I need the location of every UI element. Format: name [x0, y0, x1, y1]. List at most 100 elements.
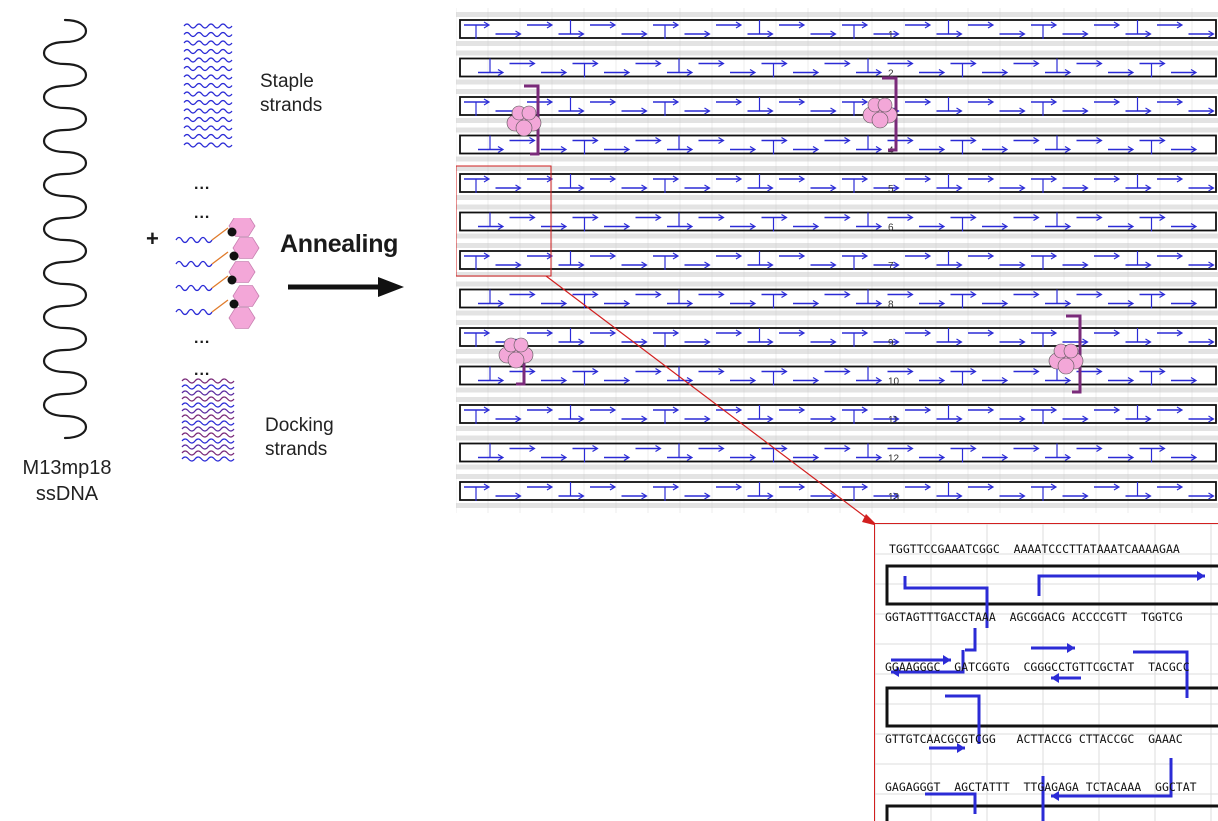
staple-arrow-head [704, 338, 711, 346]
staple-arrow-head [718, 136, 725, 145]
staple-arrow-head [1113, 406, 1121, 414]
sequence-text-line [456, 320, 1218, 325]
staple-arrow-head [924, 329, 932, 337]
staple-strand [183, 108, 233, 114]
staple-arrow-head [578, 30, 585, 38]
staple-arrow-head [1159, 59, 1166, 68]
cloud-puff [507, 351, 525, 369]
staple-arrow-head [546, 98, 554, 106]
staple-bundle [183, 23, 233, 148]
staple-arrow-head [956, 184, 963, 192]
staple-arrow-head [515, 30, 522, 38]
staple-arrow-head [1019, 107, 1026, 115]
staple-arrow-head [529, 367, 536, 376]
imager-cloud [498, 337, 534, 369]
helix-row [459, 250, 1217, 270]
staple-arrow-head [861, 98, 869, 106]
staple-arrow-head [1176, 175, 1184, 183]
staple-arrow-head [907, 59, 914, 68]
docking-strand [181, 438, 235, 444]
sequence-text-line [456, 397, 1218, 402]
staple-arrow-head [1190, 222, 1198, 231]
staple-arrow-head [893, 492, 900, 500]
row-number: 6 [888, 223, 894, 234]
annealing-label: Annealing [280, 230, 399, 258]
staple-arrow-head [1033, 59, 1040, 68]
docking-extension [211, 275, 229, 289]
staple-arrow-head [609, 406, 617, 414]
staple-arrow-head [812, 376, 820, 385]
row-number: 12 [888, 454, 900, 465]
helix-row [459, 211, 1217, 232]
staple-arrow-head [1145, 30, 1152, 38]
origami-design-map: 12345678910111213 [456, 8, 1218, 513]
helix-row [459, 134, 1217, 155]
staple-arrow-head [1082, 492, 1089, 500]
cloud-puff [513, 337, 529, 353]
staple-arrow-head [1050, 98, 1058, 106]
staple-arrow-head [1208, 107, 1215, 115]
docking-staple-segment [175, 308, 213, 316]
staple-arrow-head [718, 290, 725, 299]
staple-arrow-head [798, 21, 806, 29]
staple-arrow-head [735, 98, 743, 106]
staple-arrow-head [1113, 483, 1121, 491]
helix-row [459, 442, 1217, 463]
staple-strand [183, 48, 233, 55]
cloud-puff [871, 111, 889, 129]
staple-arrow-head [735, 329, 743, 337]
docking-strand [181, 396, 235, 402]
staple-arrow-head [718, 367, 725, 376]
staple-arrow-head [830, 492, 837, 500]
cloud-puff [877, 97, 893, 113]
staple-label-line2: strands [260, 95, 323, 116]
staple-arrow-head [893, 184, 900, 192]
staple-arrow-head [1064, 222, 1072, 231]
zoom-arrow-head [943, 655, 951, 665]
sequence-text-line [456, 503, 1218, 508]
staple-arrow-head [641, 184, 648, 192]
scaffold-strand [43, 18, 87, 440]
staple-arrow-head [767, 261, 774, 269]
scaffold-label-line1: M13mp18 [22, 457, 112, 479]
cloud-puff [515, 119, 533, 137]
staple-arrow-head [483, 329, 491, 337]
cloud-puff [1063, 343, 1079, 359]
staple-arrow-head [893, 415, 900, 423]
staple-arrow-head [924, 483, 932, 491]
staple-arrow-head [749, 145, 757, 154]
staple-arrow-head [970, 444, 977, 453]
docking-staple-segment [175, 260, 213, 268]
staple-arrow-head [623, 299, 631, 308]
staple-arrow-head [1145, 338, 1152, 346]
staple-arrow-head [956, 30, 963, 38]
staple-arrow-head [1082, 261, 1089, 269]
staple-arrow-head [1001, 68, 1009, 77]
row-number: 2 [888, 69, 894, 80]
staple-strand [183, 116, 233, 123]
staple-arrow-head [781, 367, 788, 376]
staple-arrow-head [861, 406, 869, 414]
docking-bundle [181, 378, 235, 462]
staple-arrow-head [767, 415, 774, 423]
staple-arrow-head [830, 107, 837, 115]
row-number: 11 [888, 415, 899, 426]
staple-arrow-head [987, 406, 995, 414]
staple-arrow-head [1208, 492, 1215, 500]
staple-label: Staple strands [260, 70, 322, 118]
docking-site-dot [229, 299, 239, 309]
staple-arrow-head [1064, 145, 1072, 154]
helix-row [459, 481, 1217, 501]
staple-arrow-head [844, 213, 851, 222]
staple-arrow-head [1033, 367, 1040, 376]
staple-arrow-head [592, 444, 599, 453]
zoom-seq-3: GGAAGGGC GATCGGTG CGGGCCTGTTCGCTAT TACGC… [885, 660, 1190, 674]
staple-arrow-head [515, 415, 522, 423]
staple-strand [183, 65, 233, 72]
staple-arrow-head [1190, 299, 1198, 308]
staple-arrow-head [1019, 184, 1026, 192]
staple-arrow-head [641, 107, 648, 115]
docking-extension [211, 299, 229, 313]
staple-arrow-head [1064, 68, 1072, 77]
plus-sign: + [146, 226, 159, 251]
